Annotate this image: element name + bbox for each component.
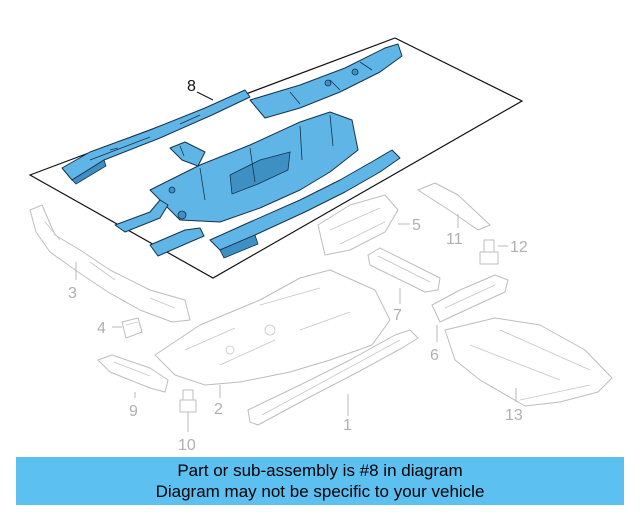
callout-6[interactable]: 6 xyxy=(430,347,439,364)
part-8-small-bracket xyxy=(169,141,206,167)
part-3-sill-reinforcement[interactable] xyxy=(29,204,191,323)
part-11-bracket[interactable] xyxy=(417,182,491,231)
callout-3[interactable]: 3 xyxy=(68,285,77,302)
part-10-bolt[interactable] xyxy=(179,389,197,413)
part-12-bolt[interactable] xyxy=(479,239,499,265)
part-2-floor-pan[interactable] xyxy=(154,269,391,386)
part-8-highlighted[interactable] xyxy=(61,43,403,259)
callout-1[interactable]: 1 xyxy=(343,417,352,434)
part-8-left-rail xyxy=(61,89,251,185)
callout-4[interactable]: 4 xyxy=(97,320,106,337)
callout-9[interactable]: 9 xyxy=(129,403,138,420)
part-8-front-panel xyxy=(249,43,403,119)
callout-7[interactable]: 7 xyxy=(393,307,402,324)
callout-12[interactable]: 12 xyxy=(510,239,528,256)
callout-5[interactable]: 5 xyxy=(412,217,421,234)
banner-line-2: Diagram may not be specific to your vehi… xyxy=(155,482,485,501)
part-7-rail-bracket[interactable] xyxy=(367,247,441,293)
part-8-lower-brace xyxy=(114,199,169,233)
part-1-side-sill[interactable] xyxy=(247,329,419,426)
callout-8[interactable]: 8 xyxy=(187,78,196,95)
callout-11[interactable]: 11 xyxy=(446,231,463,248)
callout-2[interactable]: 2 xyxy=(214,401,223,418)
part-9-bracket[interactable] xyxy=(97,354,169,393)
part-13-rear-floor[interactable] xyxy=(444,317,613,407)
part-8-center-floor xyxy=(149,111,359,223)
callout-10[interactable]: 10 xyxy=(178,437,196,452)
parts-diagram: 1 2 3 4 5 6 7 8 9 10 11 12 13 xyxy=(28,37,613,452)
callout-13[interactable]: 13 xyxy=(505,407,523,424)
part-4-clip[interactable] xyxy=(121,317,143,339)
part-5-crossmember[interactable] xyxy=(317,194,399,256)
banner-line-1: Part or sub-assembly is #8 in diagram xyxy=(177,461,463,480)
leader-lines xyxy=(75,91,517,432)
part-6-reinforcement[interactable] xyxy=(431,274,509,323)
part-8-right-rail xyxy=(209,149,401,259)
part-8-lower-sill xyxy=(149,227,205,257)
info-banner: Part or sub-assembly is #8 in diagram Di… xyxy=(16,457,624,505)
